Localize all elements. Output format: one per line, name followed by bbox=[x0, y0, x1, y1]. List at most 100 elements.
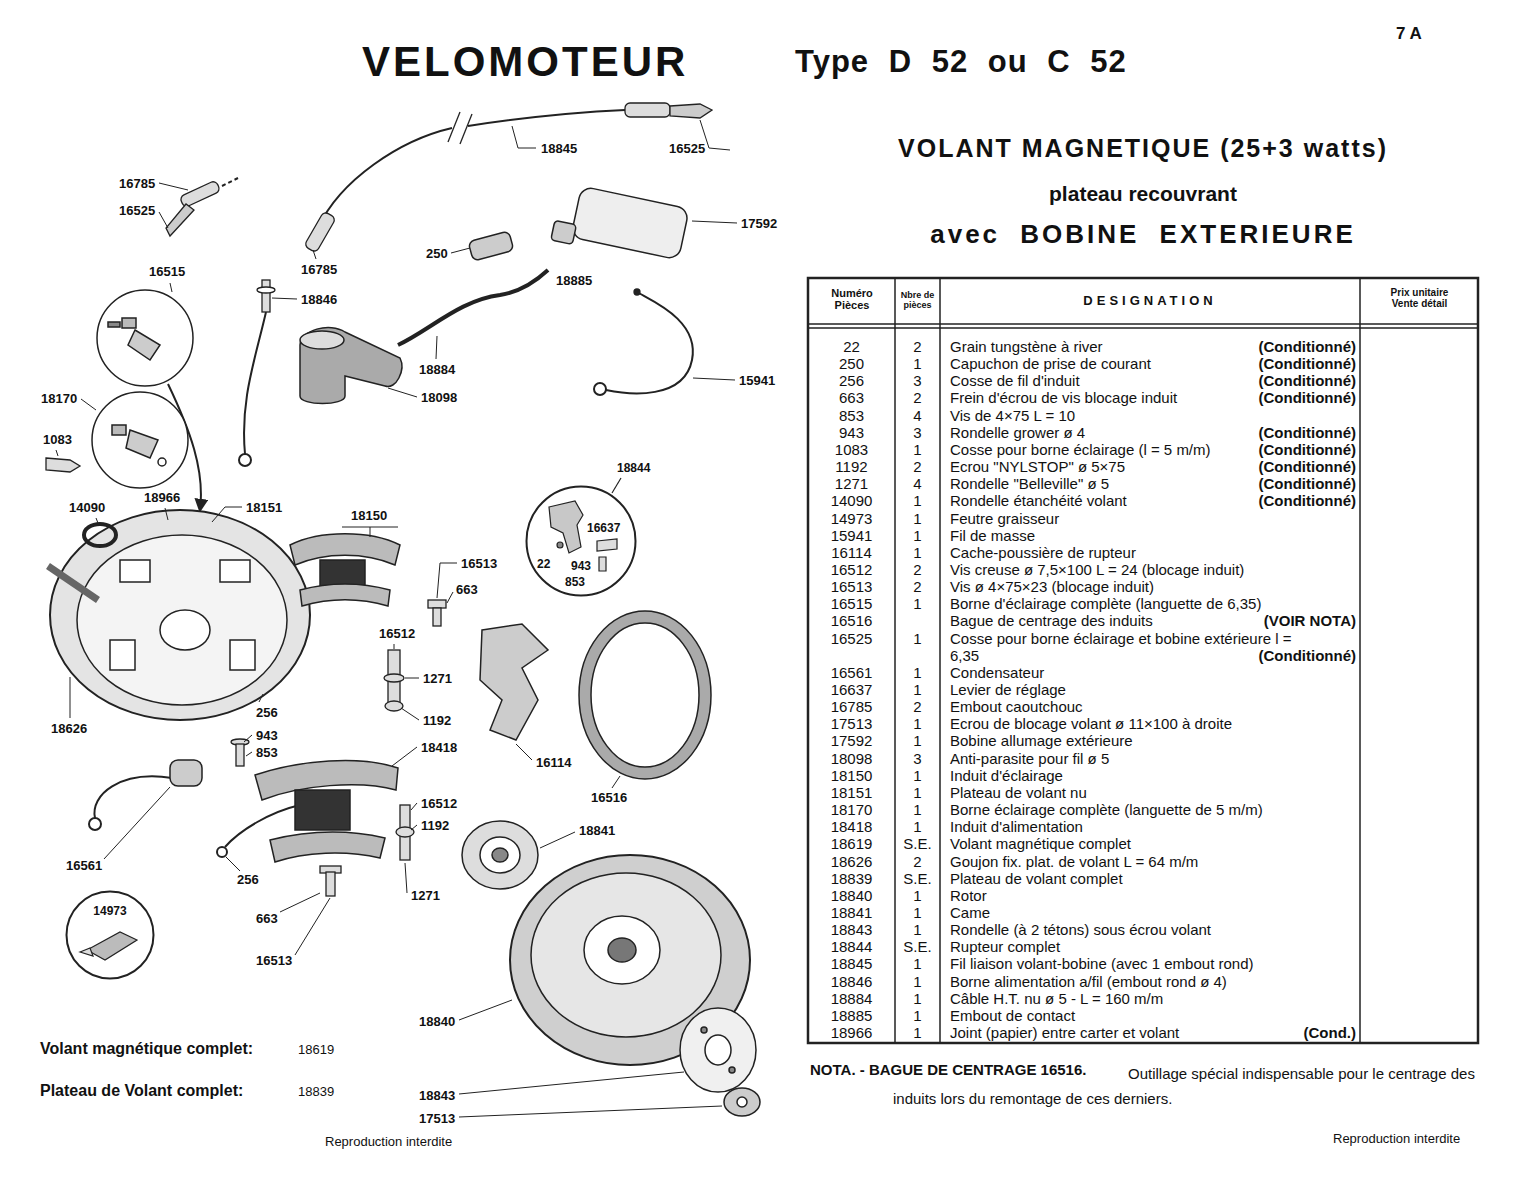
leader-line bbox=[411, 803, 417, 810]
parts-table-grid bbox=[808, 278, 1478, 1043]
quantity: 1 bbox=[895, 681, 940, 698]
detail-circle: 14973 bbox=[65, 890, 155, 980]
model-type: Type D 52 ou C 52 bbox=[795, 44, 1127, 80]
detail-circle-outline bbox=[65, 890, 155, 980]
cam-drawing bbox=[480, 837, 520, 873]
part-number: 15941 bbox=[808, 527, 895, 544]
leader-line bbox=[96, 518, 98, 523]
connector-part bbox=[217, 847, 227, 857]
quantity: 1 bbox=[895, 510, 940, 527]
connector-part bbox=[634, 289, 640, 295]
leader-line bbox=[246, 752, 252, 756]
callout-number: 250 bbox=[425, 246, 449, 261]
designation: Rondelle étanchéité volant bbox=[950, 492, 1127, 509]
leader-line bbox=[56, 450, 58, 456]
ignition-coil-drawing bbox=[551, 220, 577, 244]
callout-number: 16512 bbox=[378, 626, 416, 641]
part-number: 18098 bbox=[808, 750, 895, 767]
stator-plate-drawing bbox=[160, 610, 210, 650]
quantity: 1 bbox=[895, 664, 940, 681]
stator-plate-drawing bbox=[120, 560, 150, 582]
part-number: 18884 bbox=[808, 990, 895, 1007]
leader-line bbox=[451, 248, 470, 253]
part-number: 853 bbox=[808, 407, 895, 424]
leader-line bbox=[447, 592, 453, 603]
detail-part bbox=[87, 932, 137, 960]
part-number: 256 bbox=[808, 372, 895, 389]
column-header: Numéro Pièces bbox=[822, 287, 882, 311]
leader-line bbox=[405, 678, 419, 679]
connector-part bbox=[46, 103, 712, 857]
column-header: DESIGNATION bbox=[940, 294, 1360, 309]
part-number: 22 bbox=[808, 338, 895, 355]
designation-note: (Conditionné) bbox=[1259, 389, 1356, 406]
ignition-coil-drawing bbox=[571, 186, 689, 260]
designation-note: (Conditionné) bbox=[1259, 424, 1356, 441]
part-number: 18843 bbox=[808, 921, 895, 938]
callout-number: 18151 bbox=[245, 500, 283, 515]
callout-number: 18170 bbox=[40, 391, 78, 406]
quantity: 1 bbox=[895, 801, 940, 818]
designation: Came bbox=[950, 904, 990, 921]
note-heading: NOTA. - BAGUE DE CENTRAGE 16516. bbox=[810, 1061, 1086, 1078]
designation-note: (Conditionné) bbox=[1259, 647, 1356, 664]
washer-nut-drawing bbox=[680, 1008, 760, 1116]
connector-part bbox=[670, 104, 712, 118]
callout-number: 17592 bbox=[740, 216, 778, 231]
designation: Levier de réglage bbox=[950, 681, 1066, 698]
cam-drawing bbox=[492, 848, 508, 862]
designation-note: (Conditionné) bbox=[1259, 475, 1356, 492]
detail-part bbox=[612, 478, 621, 493]
part-number: 17513 bbox=[808, 715, 895, 732]
parts-table-grid bbox=[939, 278, 941, 1043]
centering-ring-drawing bbox=[591, 623, 699, 767]
detail-part bbox=[597, 539, 617, 551]
wire-drawing bbox=[448, 112, 460, 142]
armature-drawing bbox=[295, 790, 350, 830]
designation: Bague de centrage des induits bbox=[950, 612, 1153, 629]
suppressor-cap-drawing bbox=[300, 231, 514, 404]
wire-drawing bbox=[94, 110, 692, 847]
parts-table-grid bbox=[1359, 278, 1361, 1043]
quantity: 1 bbox=[895, 973, 940, 990]
quantity: S.E. bbox=[895, 835, 940, 852]
callout-number: 18885 bbox=[555, 273, 593, 288]
detail-part bbox=[557, 542, 563, 548]
designation: Rondelle grower ø 4 bbox=[950, 424, 1085, 441]
leader-line bbox=[388, 388, 417, 397]
leader-line bbox=[692, 221, 737, 223]
cam-drawing bbox=[462, 821, 538, 889]
leader-line bbox=[459, 1106, 722, 1117]
designation: Feutre graisseur bbox=[950, 510, 1059, 527]
quantity: 4 bbox=[895, 475, 940, 492]
part-number: 1271 bbox=[808, 475, 895, 492]
leader-line bbox=[392, 747, 417, 766]
washer-nut-drawing bbox=[724, 1088, 760, 1116]
screw-drawing bbox=[326, 872, 335, 896]
leader-line bbox=[165, 508, 168, 520]
quantity: 3 bbox=[895, 424, 940, 441]
callout-number: 18845 bbox=[540, 141, 578, 156]
parts-table-grid bbox=[894, 278, 896, 1043]
connector-part bbox=[262, 280, 270, 312]
washer-nut-drawing bbox=[701, 1027, 707, 1033]
designation-note: (Conditionné) bbox=[1259, 458, 1356, 475]
part-number: 16525 bbox=[808, 630, 895, 647]
terminal-detail-circle bbox=[128, 330, 160, 360]
designation-note: (VOIR NOTA) bbox=[1264, 612, 1356, 629]
designation: Cosse pour borne éclairage (l = 5 m/m) bbox=[950, 441, 1211, 458]
designation: Embout caoutchouc bbox=[950, 698, 1083, 715]
part-number: 18841 bbox=[808, 904, 895, 921]
wire-drawing bbox=[606, 292, 693, 393]
callout-number: 943 bbox=[571, 559, 591, 573]
stator-plate-drawing bbox=[230, 640, 255, 670]
callout-number: 16525 bbox=[118, 203, 156, 218]
callout-number: 16785 bbox=[118, 176, 156, 191]
callout-number: 1271 bbox=[422, 671, 453, 686]
leader-line bbox=[159, 183, 188, 190]
wire-drawing bbox=[318, 128, 452, 228]
armature-drawing bbox=[300, 584, 390, 606]
quantity: 4 bbox=[895, 407, 940, 424]
